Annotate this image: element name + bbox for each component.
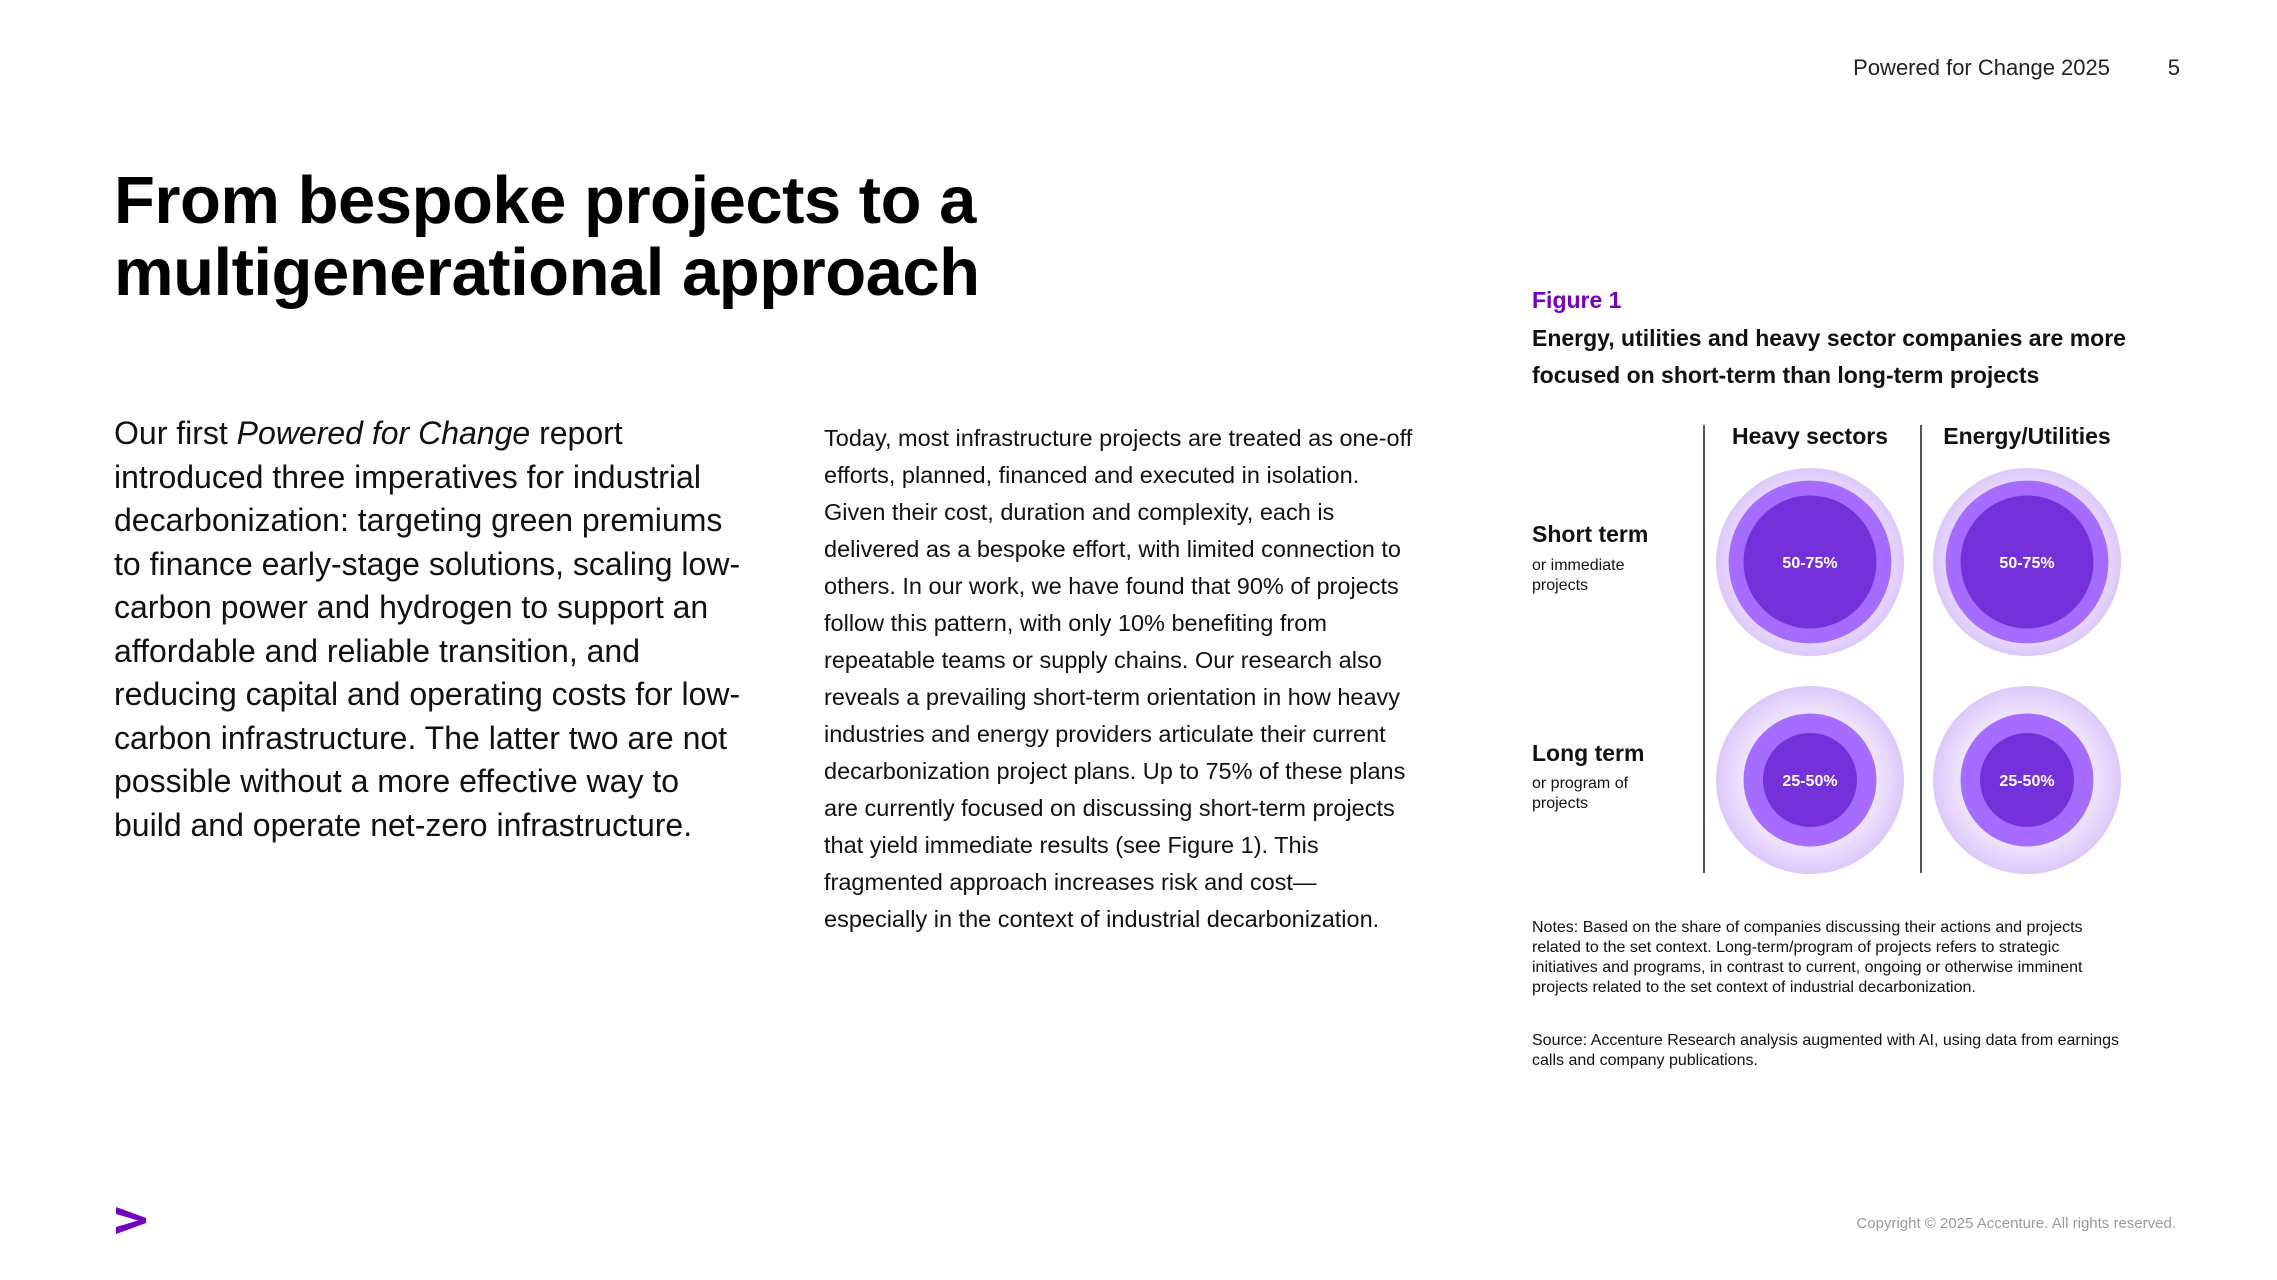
row-title-long-term: Long term: [1532, 740, 1645, 766]
figure-title: Energy, utilities and heavy sector compa…: [1532, 325, 2126, 388]
figure-bubble-chart: 50-75% 50-75% 25-50% 25-50%: [1716, 468, 2121, 874]
header-document-title: Powered for Change 2025: [1853, 55, 2110, 80]
row-subtitle-long-term: or program of projects: [1532, 775, 1629, 812]
page-title: From bespoke projects to a multigenerati…: [114, 163, 980, 310]
column-divider-left: [1703, 425, 1705, 873]
header-page-number: 5: [2167, 55, 2180, 80]
bubble-label-long-term-energy-utilities: 25-50%: [1999, 773, 2054, 790]
column-header-energy-utilities: Energy/Utilities: [1943, 423, 2111, 449]
bubble-label-short-term-heavy-sectors: 50-75%: [1782, 555, 1837, 572]
bubble-label-long-term-heavy-sectors: 25-50%: [1782, 773, 1837, 790]
bubble-label-short-term-energy-utilities: 50-75%: [1999, 555, 2054, 572]
intro-rest: report introduced three imperatives for …: [114, 415, 741, 843]
column-divider-right: [1920, 425, 1922, 873]
bubble-low-short-term-energy-utilities: [1960, 495, 2094, 629]
bubble-low-long-term-energy-utilities: [1980, 733, 2074, 827]
footer-copyright: Copyright © 2025 Accenture. All rights r…: [1856, 1215, 2176, 1232]
figure-notes: Notes: Based on the share of companies d…: [1532, 919, 2083, 996]
bubble-low-long-term-heavy-sectors: [1763, 733, 1857, 827]
bubble-low-short-term-heavy-sectors: [1743, 495, 1877, 629]
accenture-logo-icon: [116, 1207, 146, 1234]
body-paragraph: Today, most infrastructure projects are …: [824, 425, 1413, 932]
intro-report-name: Powered for Change: [236, 415, 531, 451]
row-title-short-term: Short term: [1532, 521, 1649, 547]
figure-label: Figure 1: [1532, 287, 1622, 313]
intro-paragraph: Our first Powered for Change report intr…: [114, 412, 754, 847]
figure-source: Source: Accenture Research analysis augm…: [1532, 1032, 2119, 1069]
intro-lead: Our first: [114, 415, 237, 451]
column-header-heavy-sectors: Heavy sectors: [1732, 423, 1888, 449]
row-subtitle-short-term: or immediate projects: [1532, 557, 1625, 594]
